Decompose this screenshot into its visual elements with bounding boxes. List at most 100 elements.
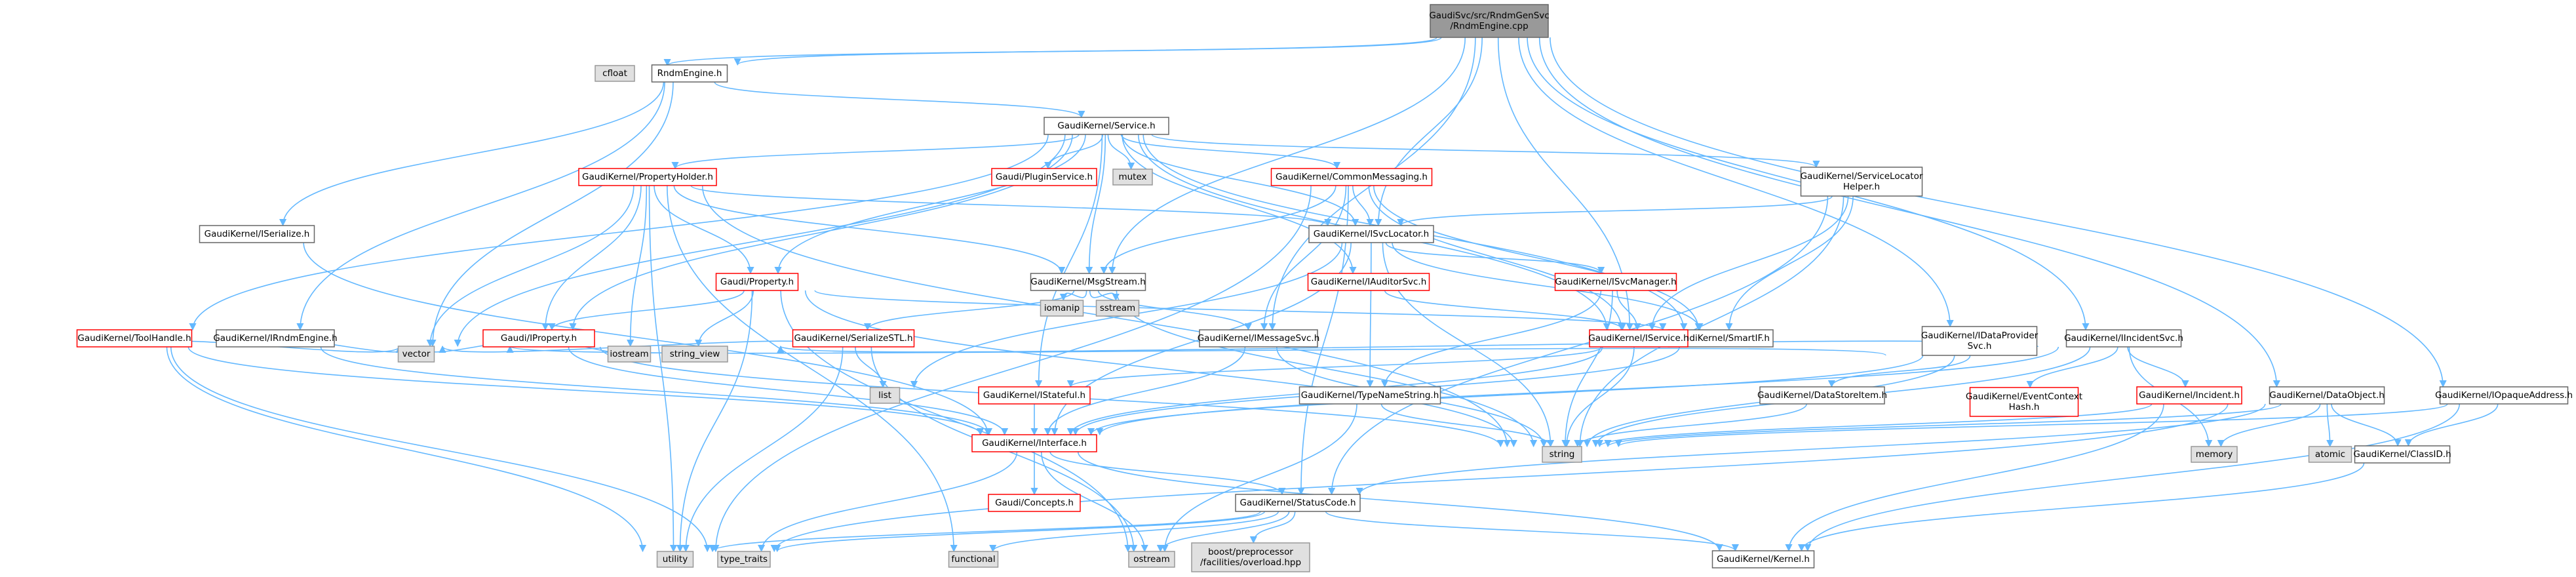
node-box (1298, 386, 1441, 405)
node-box (991, 168, 1097, 186)
node-box (1128, 551, 1175, 568)
node-box (216, 329, 335, 348)
node-box (1554, 273, 1677, 291)
include-edge-root-to-rndmengine (733, 37, 1442, 66)
node-dataobject[interactable]: GaudiKernel/DataObject.h (2269, 386, 2385, 405)
node-service[interactable]: GaudiKernel/Service.h (1044, 117, 1169, 135)
node-label: GaudiKernel/ClassID.h (2353, 449, 2451, 460)
node-label: GaudiKernel/IOpaqueAddress.h (2435, 390, 2573, 401)
node-box (948, 551, 999, 568)
node-statuscode[interactable]: GaudiKernel/StatusCode.h (1235, 494, 1361, 512)
include-edge-isvclocator-to-typenamestring (1366, 242, 1374, 388)
node-typenamestring[interactable]: GaudiKernel/TypeNameString.h (1298, 386, 1441, 405)
include-edge-commonmsg-to-imessagesvc (1260, 185, 1347, 331)
include-edge-iincidentsvc-to-string_view (777, 340, 2039, 353)
node-label: GaudiKernel/IStateful.h (983, 390, 1085, 401)
node-iauditorsvc[interactable]: GaudiKernel/IAuditorSvc.h (1307, 273, 1430, 291)
include-edge-isvclocator-to-smartif (1392, 242, 1704, 331)
node-iservice[interactable]: GaudiKernel/IService.h (1588, 329, 1689, 348)
include-edge-statuscode-to-kernel (1325, 511, 1739, 552)
node-label: /facilities/overload.hpp (1200, 557, 1301, 568)
node-box (1235, 494, 1361, 512)
node-propholder[interactable]: GaudiKernel/PropertyHolder.h (578, 168, 717, 186)
include-edge-dataobject-to-utility (770, 403, 2229, 553)
node-iserialize[interactable]: GaudiKernel/ISerialize.h (199, 225, 315, 243)
include-edge-statuscode-to-utility (709, 511, 1261, 553)
node-rndmengine[interactable]: RndmEngine.h (651, 64, 728, 83)
node-interface[interactable]: GaudiKernel/Interface.h (971, 434, 1097, 452)
node-label: GaudiKernel/IDataProvider (1921, 330, 2039, 341)
include-edge-iopaqueaddress-to-kernel (1804, 403, 2460, 552)
node-property[interactable]: Gaudi/Property.h (715, 273, 799, 291)
node-label: GaudiKernel/MsgStream.h (1030, 277, 1146, 287)
include-edge-isvcmanager-to-string (1561, 290, 1613, 448)
node-box (397, 346, 435, 363)
node-iostream: iostream (607, 346, 652, 363)
include-edge-isvcmanager-to-typenamestring (1380, 290, 1602, 388)
node-label: GaudiKernel/DataObject.h (2269, 390, 2385, 401)
node-isvcmanager[interactable]: GaudiKernel/ISvcManager.h (1554, 273, 1677, 291)
include-edge-service-to-iproperty (569, 134, 1073, 331)
node-label: atomic (2315, 449, 2345, 460)
node-incident[interactable]: GaudiKernel/Incident.h (2136, 386, 2242, 405)
node-box (1112, 169, 1153, 186)
node-datastoreitem[interactable]: GaudiKernel/DataStoreItem.h (1757, 386, 1887, 405)
node-label: Gaudi/Concepts.h (995, 498, 1074, 508)
node-toolhandle[interactable]: GaudiKernel/ToolHandle.h (76, 329, 193, 348)
include-edge-root-to-idataprovider (1518, 37, 1954, 328)
node-box (2439, 386, 2569, 405)
node-memory: memory (2191, 446, 2238, 463)
include-edge-svclocatorhelper-to-iservice (1648, 195, 1849, 331)
node-irndmengine[interactable]: GaudiKernel/IRndmEngine.h (213, 329, 338, 348)
include-edge-iopaqueaddress-to-classid (2404, 403, 2499, 447)
node-label: memory (2196, 449, 2233, 460)
include-edge-iincidentsvc-to-eventcontexthash (2026, 346, 2118, 389)
include-edge-statuscode-to-functional (989, 511, 1279, 553)
node-concepts[interactable]: Gaudi/Concepts.h (988, 494, 1081, 512)
node-list: list (869, 387, 901, 404)
node-ipluginsvc[interactable]: Gaudi/PluginService.h (991, 168, 1097, 186)
include-edge-property-to-string (804, 290, 1517, 448)
node-imessagesvc[interactable]: GaudiKernel/IMessageSvc.h (1198, 329, 1320, 348)
node-isvclocator[interactable]: GaudiKernel/ISvcLocator.h (1308, 225, 1434, 243)
include-edge-service-to-istateful (1035, 134, 1103, 388)
node-label: GaudiKernel/StatusCode.h (1240, 498, 1356, 508)
node-box (988, 494, 1081, 512)
node-serializestl[interactable]: GaudiKernel/SerializeSTL.h (792, 329, 915, 348)
node-label: GaudiKernel/TypeNameString.h (1301, 390, 1439, 401)
node-iincidentsvc[interactable]: GaudiKernel/IIncidentSvc.h (2064, 329, 2183, 348)
node-iproperty[interactable]: Gaudi/IProperty.h (482, 329, 595, 348)
include-edge-dataobject-to-statuscode (1356, 403, 2266, 496)
include-edge-service-to-svclocatorhelper (1151, 134, 1820, 169)
include-edge-msgstream-to-iomanip (1059, 290, 1087, 302)
node-box (971, 434, 1097, 452)
node-kernel[interactable]: GaudiKernel/Kernel.h (1711, 550, 1815, 568)
include-edge-serializestl-to-utility (682, 346, 844, 553)
node-functional: functional (948, 551, 999, 568)
node-msgstream[interactable]: GaudiKernel/MsgStream.h (1030, 273, 1146, 291)
include-edge-propholder-to-msgstream (673, 185, 1066, 275)
node-label: /RndmEngine.cpp (1450, 21, 1528, 31)
node-label: GaudiKernel/Kernel.h (1717, 554, 1810, 565)
node-box (2308, 446, 2352, 463)
include-edge-property-to-utility (676, 290, 753, 553)
include-edge-service-to-isvclocator (1122, 134, 1359, 227)
node-commonmsg[interactable]: GaudiKernel/CommonMessaging.h (1270, 168, 1433, 186)
node-classid[interactable]: GaudiKernel/ClassID.h (2353, 445, 2451, 464)
node-box (1969, 387, 2079, 417)
include-edge-rndmengine-to-vector (429, 81, 674, 348)
dependency-edges (151, 37, 2499, 553)
node-box (1044, 117, 1169, 135)
include-edge-service-to-property (774, 134, 1086, 275)
node-istateful[interactable]: GaudiKernel/IStateful.h (978, 386, 1091, 405)
node-iopaqueaddress[interactable]: GaudiKernel/IOpaqueAddress.h (2435, 386, 2573, 405)
include-edge-iproperty-to-interface (568, 346, 1009, 436)
include-edge-idataprovider-to-datastoreitem (1827, 355, 1971, 388)
include-edge-isvclocator-to-isvcmanager (1385, 242, 1605, 275)
node-label: GaudiKernel/IAuditorSvc.h (1311, 277, 1427, 287)
node-box (717, 551, 771, 568)
